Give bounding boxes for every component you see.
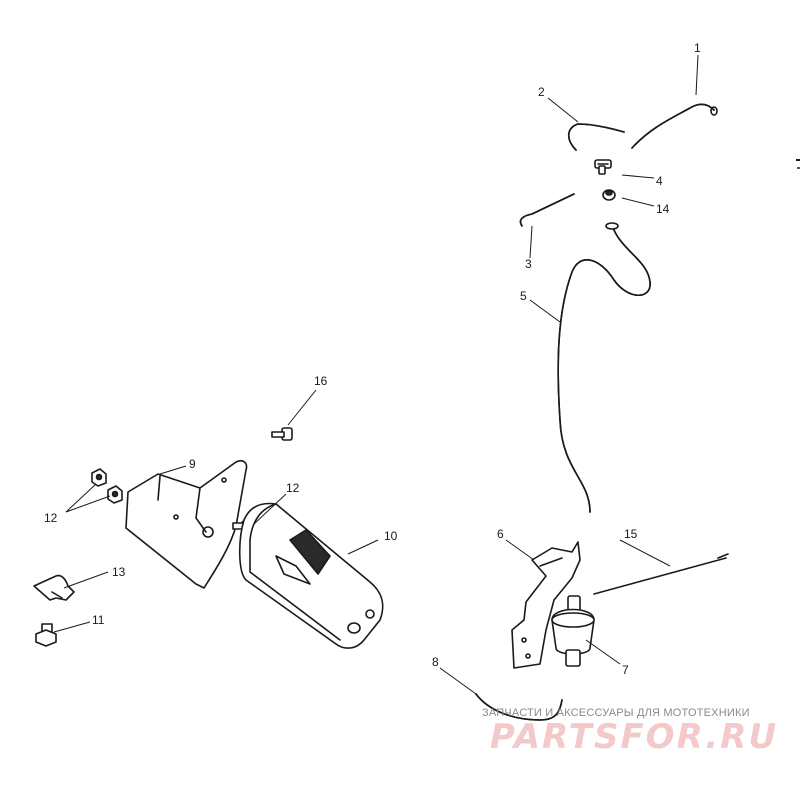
callout-6: 6 bbox=[497, 527, 504, 541]
part-4-t-joint bbox=[594, 159, 612, 175]
part-10-canister bbox=[238, 502, 384, 649]
part-14-clamp bbox=[602, 189, 616, 201]
part-3-elbow bbox=[519, 193, 575, 227]
part-5-long-hose bbox=[557, 222, 651, 513]
watermark-caption: ЗАПЧАСТИ И АКСЕССУАРЫ ДЛЯ МОТОТЕХНИКИ bbox=[482, 707, 750, 719]
callout-7: 7 bbox=[622, 663, 629, 677]
callout-3: 3 bbox=[525, 257, 532, 271]
callout-5: 5 bbox=[520, 289, 527, 303]
part-16-bolt bbox=[271, 427, 293, 441]
callout-2: 2 bbox=[538, 85, 545, 99]
callout-13: 13 bbox=[112, 565, 126, 579]
callout-labels: 1 2 4 14 3 5 16 9 12 12 10 13 11 6 15 7 … bbox=[44, 41, 701, 677]
callout-12-left: 12 bbox=[44, 511, 58, 525]
part-2-hose bbox=[567, 123, 625, 151]
part-7-valve bbox=[551, 595, 595, 667]
part-6-bracket bbox=[511, 541, 581, 669]
callout-11: 11 bbox=[92, 613, 105, 627]
part-9-bracket bbox=[125, 459, 248, 589]
part-12-bolts-left bbox=[91, 468, 123, 504]
callout-1: 1 bbox=[694, 41, 701, 55]
part-13-clip bbox=[33, 574, 75, 601]
callout-9: 9 bbox=[189, 457, 196, 471]
part-15-tube bbox=[593, 553, 729, 595]
callout-12-middle: 12 bbox=[286, 481, 300, 495]
callout-8: 8 bbox=[432, 655, 439, 669]
edge-mark bbox=[796, 159, 800, 169]
callout-10: 10 bbox=[384, 529, 398, 543]
watermark: ЗАПЧАСТИ И АКСЕССУАРЫ ДЛЯ МОТОТЕХНИКИ PA… bbox=[482, 707, 778, 757]
part-8-hose bbox=[475, 693, 563, 721]
callout-16: 16 bbox=[314, 374, 328, 388]
part-1-hose bbox=[631, 103, 718, 149]
callout-14: 14 bbox=[656, 202, 670, 216]
leader-lines bbox=[53, 54, 699, 695]
callout-4: 4 bbox=[656, 174, 663, 188]
watermark-logo: PARTSFOR.RU bbox=[490, 717, 778, 757]
part-11-bolt bbox=[35, 623, 57, 647]
callout-15: 15 bbox=[624, 527, 638, 541]
